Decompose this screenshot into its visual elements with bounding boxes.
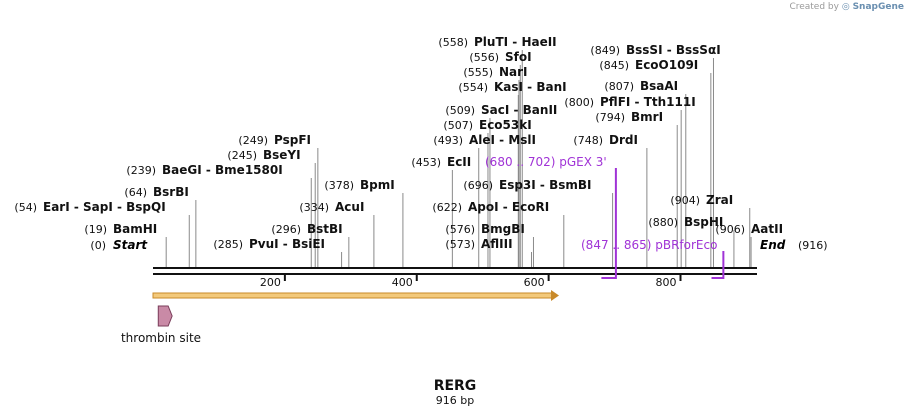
site-position: (748)	[573, 134, 603, 147]
site-position: (493)	[433, 134, 463, 147]
sequence-backbone[interactable]	[153, 267, 757, 275]
primer-bind-mark[interactable]	[711, 251, 725, 279]
site-enzyme-name[interactable]: BmrI	[631, 110, 663, 124]
site-position: (19)	[84, 223, 107, 236]
primer-label[interactable]: (680 .. 702) pGEX 3'	[485, 155, 607, 169]
sequence-length: 916 bp	[435, 394, 475, 407]
site-enzyme-name[interactable]: NarI	[499, 65, 528, 79]
site-position: (576)	[445, 223, 475, 236]
site-position: (573)	[445, 238, 475, 251]
site-position: (794)	[595, 111, 625, 124]
site-position: (904)	[670, 194, 700, 207]
thrombin-site-feature[interactable]: thrombin site	[121, 305, 201, 345]
primer-bind-mark[interactable]	[601, 168, 617, 279]
start-end-labels: (0) Start End (916)	[90, 238, 827, 252]
site-enzyme-name[interactable]: SacI - BanII	[481, 103, 557, 117]
site-position: (556)	[469, 51, 499, 64]
site-enzyme-name[interactable]: BamHI	[113, 222, 157, 236]
site-enzyme-name[interactable]: BmgBI	[481, 222, 525, 236]
site-position: (880)	[648, 216, 678, 229]
site-position: (622)	[432, 201, 462, 214]
site-enzyme-name[interactable]: EarI - SapI - BspQI	[43, 200, 166, 214]
site-enzyme-name[interactable]: Esp3I - BsmBI	[499, 178, 591, 192]
ruler-tick-label: 600	[524, 276, 545, 289]
site-position: (906)	[715, 223, 745, 236]
orf-feature[interactable]	[152, 290, 559, 301]
end-label[interactable]: End	[760, 238, 786, 252]
site-position: (64)	[124, 186, 147, 199]
site-enzyme-name[interactable]: AflIII	[481, 237, 513, 251]
site-position: (558)	[438, 36, 468, 49]
site-labels: (558) PluTI - HaeII (556) SfoI (555) NarI (554…	[14, 35, 783, 251]
site-enzyme-name[interactable]: KasI - BanI	[494, 80, 567, 94]
site-enzyme-name[interactable]: BsaAI	[640, 79, 678, 93]
site-enzyme-name[interactable]: DrdI	[609, 133, 638, 147]
site-enzyme-name[interactable]: BspHI	[684, 215, 723, 229]
site-position: (800)	[564, 96, 594, 109]
site-position: (296)	[271, 223, 301, 236]
thrombin-site-label: thrombin site	[121, 331, 201, 345]
site-enzyme-name[interactable]: PvuI - BsiEI	[249, 237, 325, 251]
snapgene-logo-icon: ◎	[841, 2, 850, 12]
ruler-tick-label: 400	[392, 276, 413, 289]
site-enzyme-name[interactable]: BsrBI	[153, 185, 189, 199]
site-enzyme-name[interactable]: Eco53kI	[479, 118, 532, 132]
site-leader-lines	[165, 50, 752, 268]
site-position: (239)	[126, 164, 156, 177]
site-enzyme-name[interactable]: EcII	[447, 155, 471, 169]
site-position: (453)	[411, 156, 441, 169]
site-enzyme-name[interactable]: BaeGI - Bme1580I	[162, 163, 283, 177]
site-position: (249)	[238, 134, 268, 147]
start-position: (0)	[90, 239, 106, 252]
site-position: (507)	[443, 119, 473, 132]
sequence-name: RERG	[433, 378, 477, 394]
ruler-tick-label: 200	[260, 276, 281, 289]
site-enzyme-name[interactable]: BseYI	[263, 148, 301, 162]
site-enzyme-name[interactable]: AatII	[751, 222, 783, 236]
start-label[interactable]: Start	[113, 238, 148, 252]
site-position: (555)	[463, 66, 493, 79]
site-enzyme-name[interactable]: ApoI - EcoRI	[468, 200, 549, 214]
primer-label[interactable]: (847 .. 865) pBRforEco	[581, 238, 717, 252]
credit-prefix: Created by	[789, 2, 839, 12]
site-enzyme-name[interactable]: BstBI	[307, 222, 343, 236]
site-position: (245)	[227, 149, 257, 162]
site-enzyme-name[interactable]: PflFI - Tth111I	[600, 95, 696, 109]
sequence-title-block: RERG 916 bp	[0, 378, 910, 407]
site-position: (54)	[14, 201, 37, 214]
primer-annotations: (680 .. 702) pGEX 3' (847 .. 865) pBRforE…	[485, 155, 725, 279]
snapgene-credit: Created by ◎ SnapGene	[789, 2, 904, 12]
site-position: (378)	[324, 179, 354, 192]
site-enzyme-name[interactable]: PspFI	[274, 133, 311, 147]
credit-brand: SnapGene	[852, 2, 904, 12]
site-position: (334)	[299, 201, 329, 214]
site-enzyme-name[interactable]: BssSI - BssSαI	[626, 43, 721, 57]
end-position: (916)	[798, 239, 828, 252]
site-position: (509)	[445, 104, 475, 117]
site-enzyme-name[interactable]: ZraI	[706, 193, 733, 207]
site-enzyme-name[interactable]: AcuI	[335, 200, 364, 214]
ruler: 200 400 600 800	[260, 274, 682, 289]
site-position: (554)	[458, 81, 488, 94]
site-enzyme-name[interactable]: AleI - MslI	[469, 133, 536, 147]
site-enzyme-name[interactable]: SfoI	[505, 50, 532, 64]
site-position: (285)	[213, 238, 243, 251]
site-enzyme-name[interactable]: BpmI	[360, 178, 395, 192]
site-position: (849)	[590, 44, 620, 57]
site-position: (696)	[463, 179, 493, 192]
ruler-tick-label: 800	[656, 276, 677, 289]
site-enzyme-name[interactable]: EcoO109I	[635, 58, 698, 72]
site-position: (845)	[599, 59, 629, 72]
site-enzyme-name[interactable]: PluTI - HaeII	[474, 35, 557, 49]
site-position: (807)	[604, 80, 634, 93]
